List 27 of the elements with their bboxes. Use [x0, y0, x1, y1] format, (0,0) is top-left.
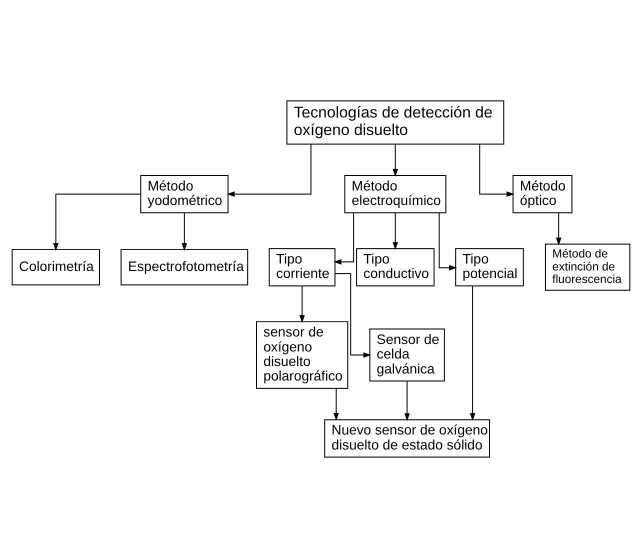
arrow: [182, 212, 188, 250]
arrow: [438, 212, 457, 270]
node-box: Tipo conductivo: [356, 248, 435, 286]
node-box: Tipo corriente: [268, 248, 336, 286]
node-box: Tipo potencial: [455, 248, 524, 286]
node-box: Método de extinción de fluorescencia: [544, 243, 630, 290]
arrow: [334, 212, 354, 264]
node-box: Tecnologías de detección de oxígeno disuelto: [286, 100, 504, 144]
arrow: [53, 193, 141, 251]
node-box: Colorimetría: [12, 248, 100, 285]
arrow: [333, 387, 339, 420]
arrow: [226, 143, 312, 196]
arrow: [392, 143, 398, 176]
node-box: Método yodométrico: [140, 174, 229, 213]
node-box: Espectrofotometría: [120, 248, 248, 285]
arrow: [334, 272, 372, 358]
node-box: sensor de oxígeno disuelto polarográfico: [256, 320, 348, 388]
node-box: Método electroquímico: [344, 174, 446, 213]
arrow: [479, 143, 514, 196]
arrow: [404, 380, 410, 421]
node-box: Método óptico: [512, 174, 572, 213]
arrow: [470, 284, 476, 421]
arrow: [299, 285, 305, 322]
node-box: Sensor de celda galvánica: [369, 328, 445, 382]
node-box: Nuevo sensor de oxígeno disuelto de estado sólido: [324, 418, 490, 458]
arrow: [556, 212, 562, 245]
arrow: [392, 212, 398, 250]
